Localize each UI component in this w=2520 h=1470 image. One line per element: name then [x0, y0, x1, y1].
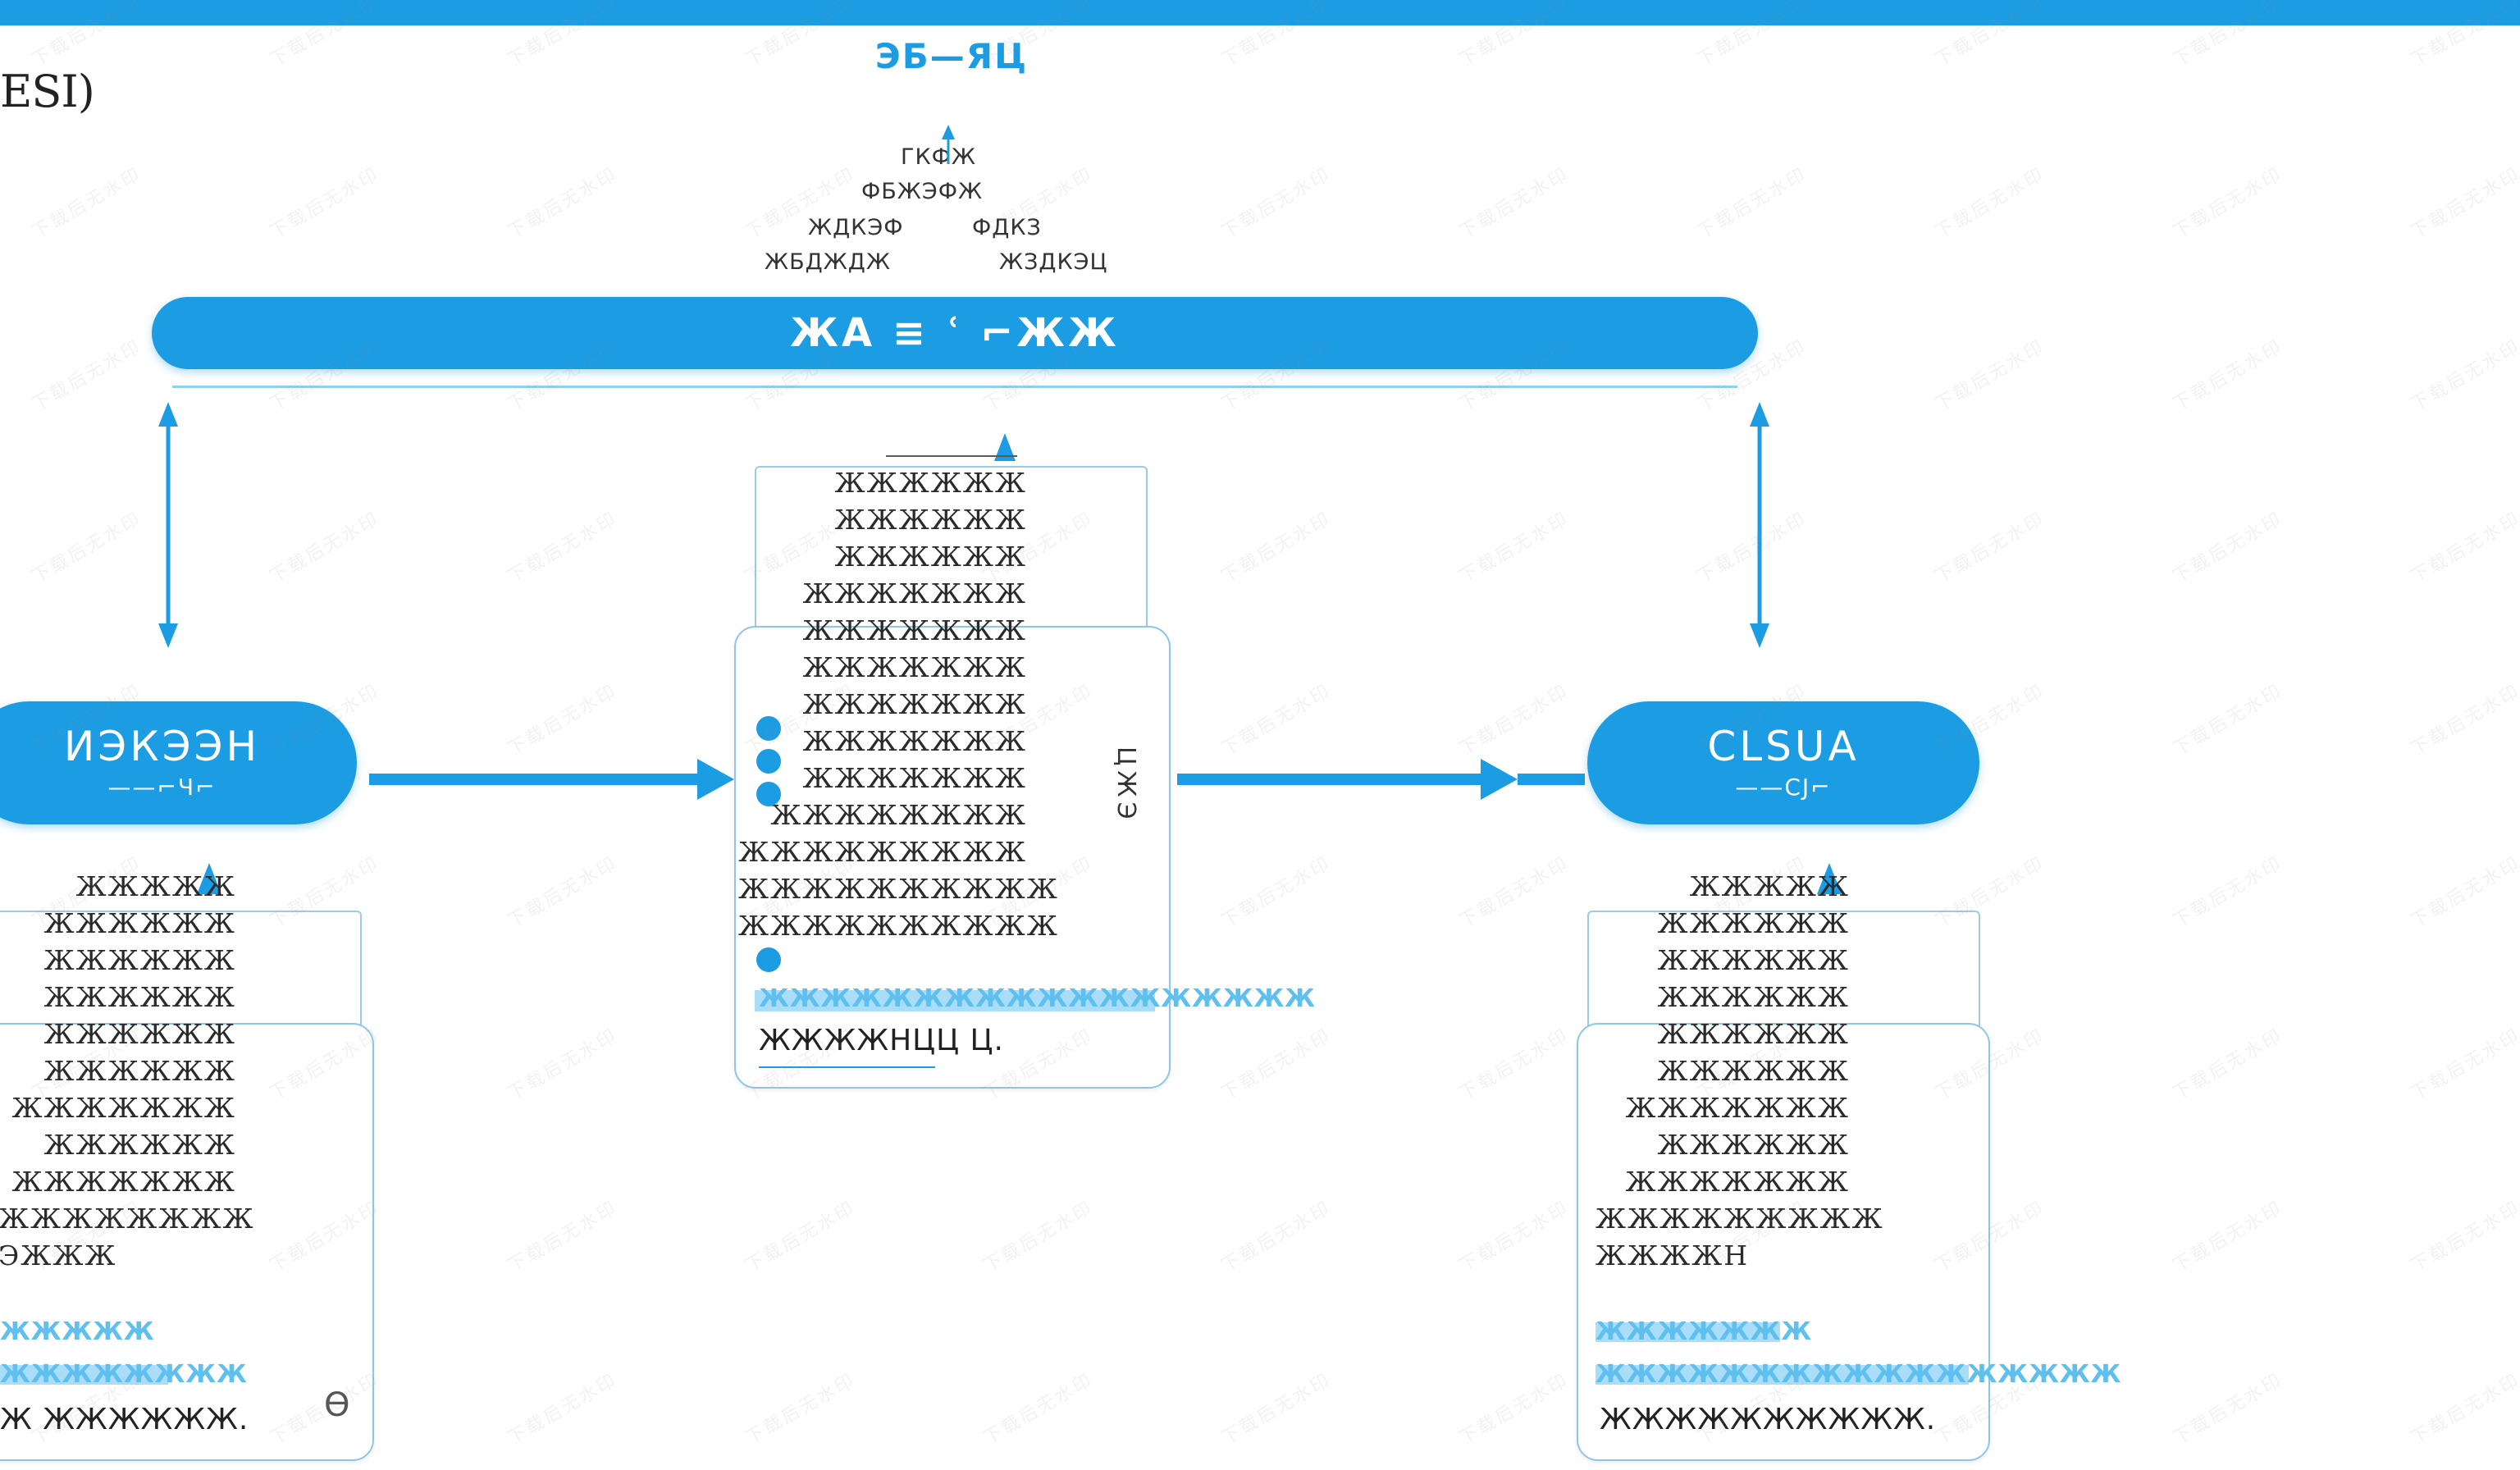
right-card-bottom-text: ЖЖЖЖЖЖЖЖЖЖ.	[1600, 1403, 1937, 1436]
left-node-sublabel: ——⌐Ч⌐	[107, 774, 217, 801]
left-line-9: ЖЖЖЖЖЖЖ	[11, 1166, 236, 1198]
right-card-text: ЖЖЖЖЖ ЖЖЖЖЖЖ ЖЖЖЖЖЖ ЖЖЖЖЖЖ ЖЖЖЖЖЖ ЖЖЖЖЖЖ…	[1596, 868, 1884, 1274]
center-card-pointer	[886, 433, 1017, 461]
center-line-9: ЖЖЖЖЖЖЖ	[802, 762, 1027, 794]
center-side-text: ЦЖЭ	[1112, 746, 1140, 824]
center-line-11: ЖЖЖЖЖЖЖЖЖ	[738, 836, 1027, 868]
right-highlight-1: ЖЖЖЖЖЖЖ	[1596, 1317, 1813, 1346]
center-back-card	[755, 466, 1148, 650]
center-line-13: ЖЖЖЖЖЖЖЖЖЖ	[738, 910, 1059, 942]
right-highlight-2: ЖЖЖЖЖЖЖЖЖЖЖЖЖЖЖЖЖ	[1596, 1360, 2122, 1389]
left-highlight-bar	[0, 1365, 168, 1385]
right-back-card	[1587, 911, 1980, 1037]
top-note-6: ЖЗДКЭЦ	[999, 249, 1108, 275]
right-card-pointer	[1817, 863, 1842, 894]
diagram-title: ЭБ—ЯЦ	[874, 36, 1029, 76]
left-line-6: ЖЖЖЖЖЖ	[43, 1055, 236, 1087]
center-card-bottom-text: ЖЖЖЖНЦЦ Ц.	[759, 1024, 1004, 1057]
top-notes-arrow	[942, 125, 955, 164]
center-bottom-underline	[759, 1066, 935, 1068]
left-front-card	[0, 1023, 374, 1461]
left-card-icon: Ө	[324, 1386, 351, 1424]
right-line-2: ЖЖЖЖЖЖ	[1657, 907, 1850, 939]
left-highlight-1: ЖЖЖЖЖ	[0, 1317, 155, 1346]
right-highlight-bar-2	[1596, 1365, 1969, 1385]
left-vertical-double-arrow	[158, 402, 178, 648]
left-line-3: ЖЖЖЖЖЖ	[43, 944, 236, 976]
right-line-6: ЖЖЖЖЖЖ	[1657, 1055, 1850, 1087]
main-pill-underline	[172, 386, 1737, 388]
right-line-5: ЖЖЖЖЖЖ	[1657, 1018, 1850, 1050]
center-line-5: ЖЖЖЖЖЖЖ	[802, 614, 1027, 646]
left-line-4: ЖЖЖЖЖЖ	[43, 981, 236, 1013]
center-bullet-2	[756, 749, 781, 774]
right-line-7: ЖЖЖЖЖЖЖ	[1625, 1092, 1850, 1124]
left-to-center-arrow	[369, 759, 734, 800]
right-line-9: ЖЖЖЖЖЖЖ	[1625, 1166, 1850, 1198]
left-line-7: ЖЖЖЖЖЖЖ	[11, 1092, 236, 1124]
right-line-3: ЖЖЖЖЖЖ	[1657, 944, 1850, 976]
center-line-8: ЖЖЖЖЖЖЖ	[802, 725, 1027, 757]
center-line-4: ЖЖЖЖЖЖЖ	[802, 578, 1027, 609]
right-line-1: ЖЖЖЖЖ	[1689, 870, 1850, 902]
center-line-3: ЖЖЖЖЖЖ	[834, 541, 1027, 573]
left-line-5: ЖЖЖЖЖЖ	[43, 1018, 236, 1050]
left-line-8: ЖЖЖЖЖЖ	[43, 1129, 236, 1161]
center-line-6: ЖЖЖЖЖЖЖ	[802, 651, 1027, 683]
top-notes: ГКФЖ ФБЖЭФЖ ЖДКЭФ ФДКЗ ЖБДЖДЖ ЖЗДКЭЦ	[738, 133, 1165, 289]
right-line-10: ЖЖЖЖЖЖЖЖЖ	[1596, 1203, 1884, 1235]
center-line-2: ЖЖЖЖЖЖ	[834, 504, 1027, 536]
center-line-10: ЖЖЖЖЖЖЖЖ	[770, 799, 1027, 831]
right-line-11: ЖЖЖЖН	[1596, 1239, 1750, 1271]
right-front-card	[1577, 1023, 1990, 1461]
top-note-2: ФБЖЭФЖ	[861, 179, 984, 204]
left-node-pill: ИЭКЭЭН ——⌐Ч⌐	[0, 701, 357, 824]
center-line-1: ЖЖЖЖЖЖ	[834, 467, 1027, 499]
left-line-1: ЖЖЖЖЖ	[75, 870, 236, 902]
left-card-text: ЖЖЖЖЖ ЖЖЖЖЖЖ ЖЖЖЖЖЖ ЖЖЖЖЖЖ ЖЖЖЖЖЖ ЖЖЖЖЖЖ…	[0, 868, 255, 1274]
center-line-12: ЖЖЖЖЖЖЖЖЖЖ	[738, 873, 1059, 905]
center-bullet-4	[756, 947, 781, 972]
top-note-4: ФДКЗ	[972, 215, 1042, 240]
top-note-3: ЖДКЭФ	[808, 215, 904, 240]
left-line-10: ЖЖЖЖЖЖЖЖ	[0, 1203, 255, 1235]
left-line-11: ЭЖЖЖ	[0, 1239, 117, 1271]
top-note-5: ЖБДЖДЖ	[765, 249, 891, 275]
center-highlight-text: ЖЖЖЖЖЖЖЖЖЖЖЖЖЖЖЖЖЖ	[759, 984, 1317, 1013]
center-bullet-1	[756, 716, 781, 741]
left-back-card	[0, 911, 362, 1037]
right-vertical-double-arrow	[1750, 402, 1769, 648]
right-line-8: ЖЖЖЖЖЖ	[1657, 1129, 1850, 1161]
right-line-4: ЖЖЖЖЖЖ	[1657, 981, 1850, 1013]
top-accent-bar	[0, 0, 2520, 25]
center-card-text: ЖЖЖЖЖЖ ЖЖЖЖЖЖ ЖЖЖЖЖЖ ЖЖЖЖЖЖЖ ЖЖЖЖЖЖЖ ЖЖЖ…	[738, 464, 1059, 944]
main-process-pill: ЖА ≡ ʿ ⌐ЖЖ	[152, 297, 1758, 369]
center-bullet-3	[756, 782, 781, 806]
center-to-right-arrow	[1177, 759, 1585, 800]
center-highlight-bar	[755, 990, 1155, 1011]
center-front-card	[734, 626, 1171, 1089]
right-node-label: CLSUA	[1707, 723, 1860, 770]
center-line-7: ЖЖЖЖЖЖЖ	[802, 688, 1027, 720]
corner-label: ESI)	[0, 66, 95, 117]
left-card-bottom-text: Ж ЖЖЖЖЖЖ.	[0, 1403, 249, 1436]
right-highlight-bar-1	[1596, 1322, 1780, 1342]
left-node-label: ИЭКЭЭН	[63, 723, 261, 770]
left-card-pointer	[197, 863, 221, 894]
left-highlight-2: ЖЖЖЖЖЖЖЖ	[0, 1360, 248, 1389]
right-node-sublabel: ——CJ⌐	[1735, 774, 1832, 801]
top-note-1: ГКФЖ	[901, 144, 976, 170]
right-node-pill: CLSUA ——CJ⌐	[1587, 701, 1979, 824]
left-line-2: ЖЖЖЖЖЖ	[43, 907, 236, 939]
main-process-label: ЖА ≡ ʿ ⌐ЖЖ	[790, 310, 1120, 356]
